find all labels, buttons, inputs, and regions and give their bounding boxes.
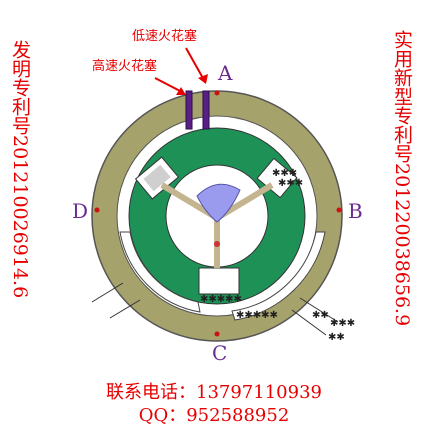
center-cam [196,183,241,223]
invention-patent-number: 发明专利号201210026914.6 [9,40,31,299]
intake-slot [231,231,326,321]
marker-c [214,331,220,337]
contact-qq: QQ：952588952 [138,405,290,426]
exhaust-slot [119,231,201,313]
low-speed-spark-plug-label: 低速火花塞 [132,28,197,44]
high-speed-spark-plug-label: 高速火花塞 [92,58,157,74]
svg-text:✱✱✱: ✱✱✱ [272,168,297,179]
svg-text:✱✱: ✱✱ [328,332,345,343]
svg-text:✱✱: ✱✱ [312,310,329,321]
exhaust-particles: ✱✱✱ ✱✱✱ ✱✱✱✱✱ ✱✱✱✱✱ ✱✱ ✱✱✱ ✱✱ [200,168,355,343]
vane-left-fill [143,164,171,192]
vane-bottom [198,267,240,295]
marker-a [214,90,220,96]
svg-text:✱✱✱✱✱: ✱✱✱✱✱ [200,294,242,305]
marker-b [336,207,342,213]
contact-phone: 联系电话：13797110939 [106,382,322,403]
low-speed-arrowhead [198,74,208,84]
svg-text:✱✱✱✱✱: ✱✱✱✱✱ [236,310,278,321]
exhaust-line-4 [291,309,327,336]
point-b-label: B [348,199,363,223]
marker-d [94,207,100,213]
point-c-label: C [212,341,227,365]
exhaust-line-1 [91,282,124,303]
low-speed-arrow [185,47,205,81]
svg-text:✱✱✱: ✱✱✱ [278,178,303,189]
exhaust-line-2 [109,299,141,319]
high-speed-spark-plug [185,90,193,130]
high-speed-arrow [154,77,183,93]
svg-text:✱✱✱: ✱✱✱ [330,318,355,329]
rod-pin-bottom [214,241,220,247]
high-speed-arrowhead [176,87,186,95]
point-d-label: D [72,199,88,223]
point-a-label: A [217,61,233,85]
exhaust-line-3 [299,297,339,323]
utility-model-patent-number: 实用新型专利号201220038656.9 [391,30,413,327]
low-speed-spark-plug [202,90,210,130]
